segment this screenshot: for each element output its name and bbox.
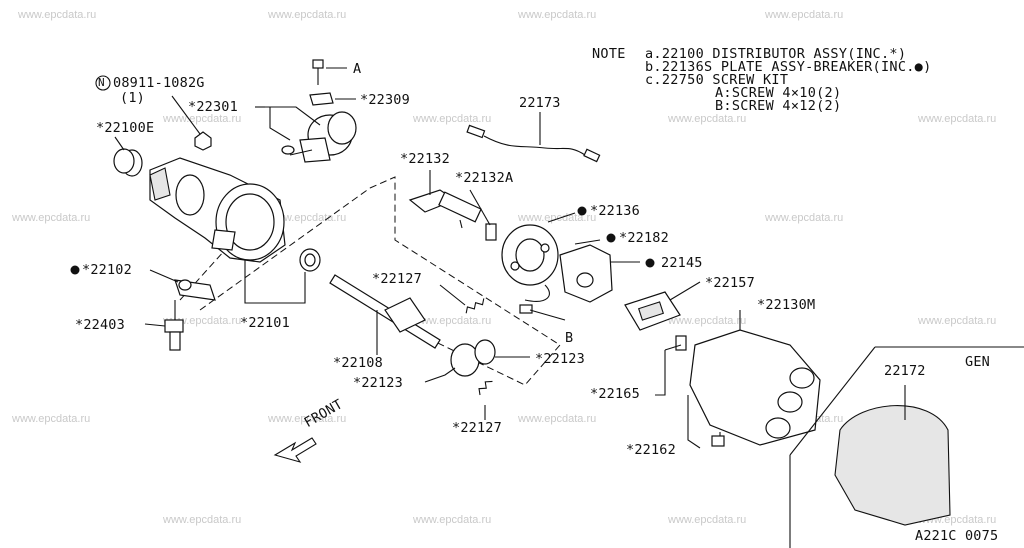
shaft-22132 <box>408 170 497 241</box>
watermark: www.epcdata.ru <box>668 113 747 125</box>
watermark: www.epcdata.ru <box>668 514 747 526</box>
wire-22173 <box>466 112 601 163</box>
screw-a <box>309 59 356 106</box>
distributor-housing <box>121 149 286 263</box>
watermark: www.epcdata.ru <box>163 113 242 125</box>
label-22172: 22172 <box>884 363 926 379</box>
connector-22403 <box>144 300 184 351</box>
watermark: www.epcdata.ru <box>268 212 347 224</box>
label-22123-left: *22123 <box>353 375 403 391</box>
watermark: www.epcdata.ru <box>413 113 492 125</box>
watermark: www.epcdata.ru <box>18 9 97 21</box>
note-line-b: b.22136S PLATE ASSY-BREAKER(INC.●) <box>645 59 932 75</box>
note-line-a: a.22100 DISTRIBUTOR ASSY(INC.*) <box>645 46 907 62</box>
pickup-22182 <box>519 239 640 321</box>
label-08911-code: 08911-1082G <box>113 75 205 91</box>
watermark: www.epcdata.ru <box>765 212 844 224</box>
watermark: www.epcdata.ru <box>268 9 347 21</box>
watermark: www.epcdata.ru <box>765 9 844 21</box>
label-22101: *22101 <box>240 315 290 331</box>
label-22165: *22165 <box>590 386 640 402</box>
label-08911-qty: (1) <box>120 90 145 106</box>
watermark: www.epcdata.ru <box>918 113 997 125</box>
watermark: www.epcdata.ru <box>518 9 597 21</box>
watermark: www.epcdata.ru <box>268 413 347 425</box>
note-prefix: NOTE <box>592 46 626 62</box>
label-22157: *22157 <box>705 275 755 291</box>
label-22182: *22182 <box>619 230 669 246</box>
label-screw-b: B <box>565 330 574 346</box>
label-22102: *22102 <box>82 262 132 278</box>
label-22130M: *22130M <box>757 297 816 313</box>
label-22127-bottom: *22127 <box>452 420 502 436</box>
watermark: www.epcdata.ru <box>413 315 492 327</box>
label-22132: *22132 <box>400 151 450 167</box>
vacuum-controller <box>281 111 357 163</box>
watermark: www.epcdata.ru <box>163 514 242 526</box>
label-22173: 22173 <box>519 95 561 111</box>
label-22145: 22145 <box>661 255 703 271</box>
distributor-cap-22130M <box>687 310 821 449</box>
label-gen: GEN <box>965 354 990 370</box>
figure-code: A221C 0075 <box>915 528 999 544</box>
breaker-plate-22136 <box>501 212 576 286</box>
watermark: www.epcdata.ru <box>12 413 91 425</box>
note-line-c: c.22750 SCREW KIT <box>645 72 789 88</box>
label-22403: *22403 <box>75 317 125 333</box>
note-screw-a: A:SCREW 4×10(2) <box>715 85 842 101</box>
label-22100E: *22100E <box>96 120 155 136</box>
watermark: www.epcdata.ru <box>413 514 492 526</box>
label-22132A: *22132A <box>455 170 514 186</box>
n-circle-icon: N <box>98 76 105 89</box>
watermark: www.epcdata.ru <box>12 212 91 224</box>
weights-22123 <box>424 339 530 383</box>
label-22162: *22162 <box>626 442 676 458</box>
watermark: www.epcdata.ru <box>518 413 597 425</box>
label-22108: *22108 <box>333 355 383 371</box>
note-screw-b: B:SCREW 4×12(2) <box>715 98 842 114</box>
watermark: www.epcdata.ru <box>668 315 747 327</box>
label-22309: *22309 <box>360 92 410 108</box>
label-22136: *22136 <box>590 203 640 219</box>
main-shaft-22108 <box>329 274 441 355</box>
label-22301: *22301 <box>188 99 238 115</box>
watermark: www.epcdata.ru <box>918 315 997 327</box>
cover-22172 <box>834 385 951 526</box>
label-22123-right: *22123 <box>535 351 585 367</box>
label-screw-a: A <box>353 61 362 77</box>
label-22127-top: *22127 <box>372 271 422 287</box>
watermark: www.epcdata.ru <box>518 212 597 224</box>
